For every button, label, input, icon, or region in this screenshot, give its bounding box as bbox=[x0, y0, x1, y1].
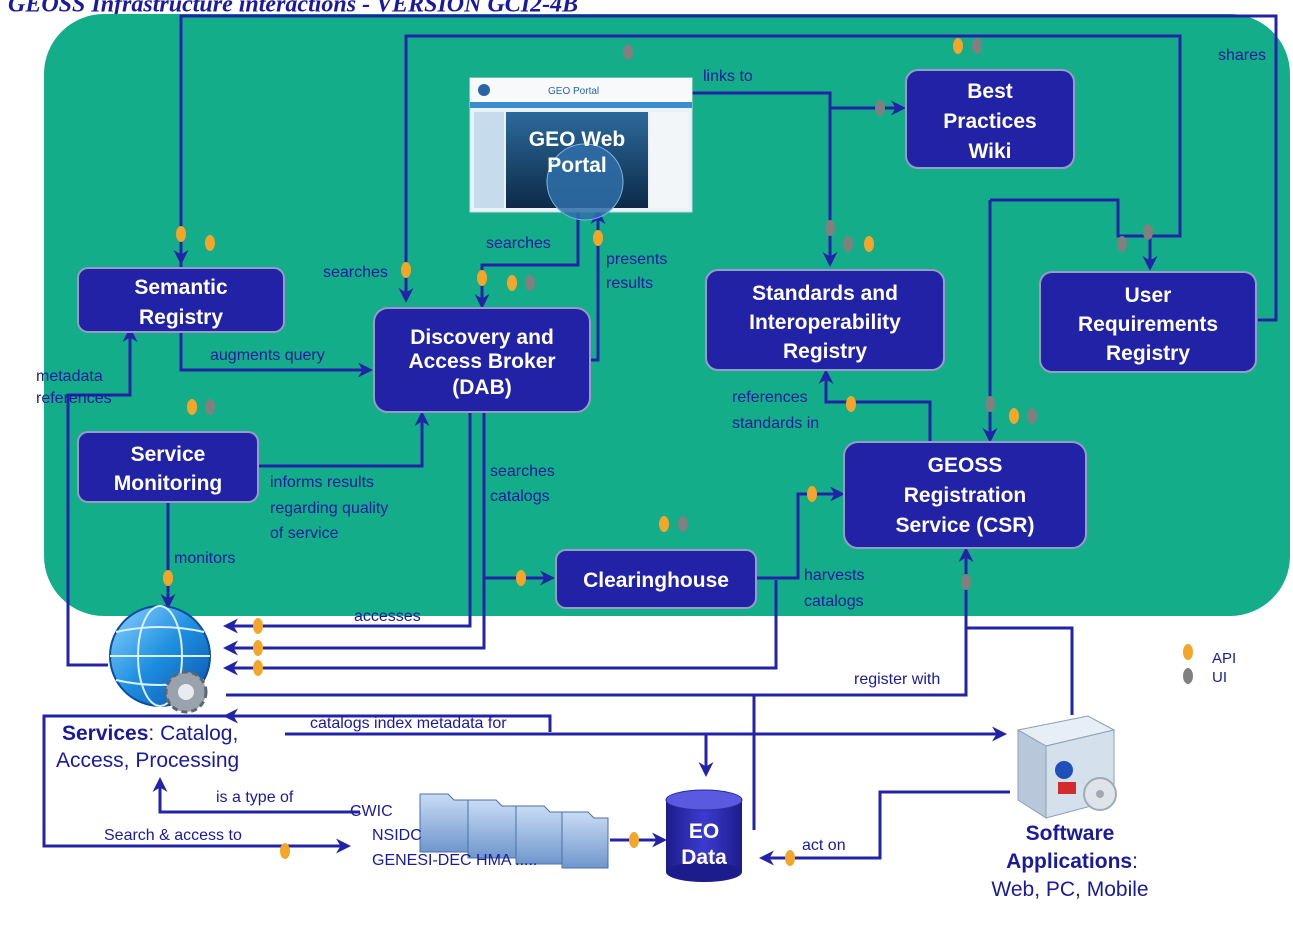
portal-title-line2: Portal bbox=[547, 154, 607, 177]
clearinghouse-label: Clearinghouse bbox=[583, 569, 729, 592]
label-harvests-2: catalogs bbox=[804, 593, 864, 610]
standards-registry-node: Standards and Interoperability Registry bbox=[705, 269, 945, 371]
catalog-list-cwic: CWIC bbox=[350, 803, 393, 820]
legend: API UI bbox=[1183, 644, 1236, 686]
connector-catalogs-index bbox=[223, 708, 552, 732]
services-label-line1: Services: Catalog, bbox=[62, 722, 238, 745]
csr-line1: GEOSS bbox=[928, 454, 1003, 477]
label-references-1: references bbox=[732, 389, 808, 406]
semantic-line1: Semantic bbox=[134, 276, 228, 299]
software-label-line1: Software bbox=[1026, 822, 1115, 845]
label-monitors: monitors bbox=[174, 550, 235, 567]
services-bold: Services bbox=[62, 722, 148, 745]
label-shares: shares bbox=[1218, 47, 1266, 64]
connector-links-to bbox=[692, 91, 838, 267]
label-searches-catalogs-1: searches bbox=[490, 463, 555, 480]
software-label-line3: Web, PC, Mobile bbox=[991, 878, 1148, 901]
software-rest: : bbox=[1132, 850, 1138, 873]
connector-harvest-services bbox=[223, 580, 778, 676]
label-searches-dab: searches bbox=[323, 264, 388, 281]
userreq-line3: Registry bbox=[1106, 342, 1190, 365]
dab-line3: (DAB) bbox=[452, 376, 511, 399]
label-searches-portal: searches bbox=[486, 235, 551, 252]
eodata-line2: Data bbox=[681, 846, 727, 869]
connector-act-on bbox=[759, 790, 1010, 866]
clearinghouse-node: Clearinghouse bbox=[555, 549, 757, 609]
semantic-line2: Registry bbox=[139, 306, 223, 329]
label-references-2: standards in bbox=[732, 415, 819, 432]
best-practices-wiki-node: Best Practices Wiki bbox=[905, 69, 1075, 169]
catalog-list-nsidc: NSIDC bbox=[372, 827, 422, 844]
label-metadata-1: metadata bbox=[36, 368, 103, 385]
monitoring-line2: Monitoring bbox=[114, 472, 222, 495]
globe-gear-icon bbox=[109, 605, 211, 714]
software-box-icon bbox=[1016, 715, 1117, 819]
connector-harvests bbox=[756, 486, 845, 580]
legend-api-swatch bbox=[1183, 644, 1193, 660]
label-informs-3: of service bbox=[270, 525, 339, 542]
geo-web-portal-node: GEO Portal GEO Web Portal bbox=[469, 77, 693, 221]
standards-line3: Registry bbox=[783, 340, 867, 363]
portal-earth-icon bbox=[547, 144, 623, 220]
legend-ui-swatch bbox=[1183, 668, 1193, 684]
dab-line1: Discovery and bbox=[410, 326, 554, 349]
label-searches-catalogs-2: catalogs bbox=[490, 488, 550, 505]
eo-data-node: EO Data bbox=[665, 789, 743, 882]
label-informs-2: regarding quality bbox=[270, 500, 388, 517]
userreq-line2: Requirements bbox=[1078, 313, 1218, 336]
diagram-title: GEOSS Infrastructure interactions - VERS… bbox=[8, 0, 578, 18]
label-search-access: Search & access to bbox=[104, 827, 242, 844]
label-metadata-2: references bbox=[36, 390, 112, 407]
connector-metadata bbox=[66, 327, 138, 667]
dab-node: Discovery and Access Broker (DAB) bbox=[373, 307, 591, 413]
connector-presents bbox=[590, 209, 606, 362]
dab-line2: Access Broker bbox=[408, 350, 555, 373]
standards-line1: Standards and bbox=[752, 282, 898, 305]
connector-references bbox=[818, 369, 932, 442]
csr-node: GEOSS Registration Service (CSR) bbox=[843, 441, 1087, 549]
label-accesses: accesses bbox=[354, 608, 421, 625]
csr-line3: Service (CSR) bbox=[896, 514, 1035, 537]
connector-is-type bbox=[152, 777, 360, 814]
user-requirements-registry-node: User Requirements Registry bbox=[1039, 271, 1257, 373]
wiki-line3: Wiki bbox=[969, 140, 1012, 163]
wiki-line2: Practices bbox=[943, 110, 1036, 133]
legend-api-label: API bbox=[1212, 650, 1236, 667]
catalog-folders-icon bbox=[419, 793, 609, 869]
legend-ui-label: UI bbox=[1212, 669, 1227, 686]
software-bold: Applications bbox=[1006, 850, 1132, 873]
label-harvests-1: harvests bbox=[804, 567, 864, 584]
label-links-to: links to bbox=[703, 68, 753, 85]
services-rest: : Catalog, bbox=[148, 722, 238, 745]
label-informs-1: informs results bbox=[270, 474, 374, 491]
catalog-list-genesi: GENESI-DEC HMA ..... bbox=[372, 852, 537, 869]
label-presents-2: results bbox=[606, 275, 653, 292]
label-is-type-of: is a type of bbox=[216, 789, 294, 806]
interface-dots bbox=[163, 38, 1153, 866]
monitoring-line1: Service bbox=[131, 443, 206, 466]
label-register-with: register with bbox=[854, 671, 940, 688]
connector-search-access bbox=[42, 714, 351, 854]
label-augments: augments query bbox=[210, 347, 325, 364]
software-label-line2: Applications: bbox=[1006, 850, 1138, 873]
label-presents-1: presents bbox=[606, 251, 667, 268]
connector-register bbox=[226, 547, 974, 697]
userreq-line1: User bbox=[1125, 284, 1172, 307]
service-monitoring-node: Service Monitoring bbox=[77, 431, 259, 503]
label-catalogs-index: catalogs index metadata for bbox=[310, 715, 507, 732]
geo-logo-icon bbox=[478, 84, 490, 96]
services-label-line2: Access, Processing bbox=[56, 749, 239, 772]
portal-title-line1: GEO Web bbox=[529, 128, 625, 151]
standards-line2: Interoperability bbox=[749, 311, 901, 334]
connector-accesses bbox=[223, 413, 472, 634]
portal-header-label: GEO Portal bbox=[548, 86, 599, 97]
eodata-line1: EO bbox=[689, 820, 719, 843]
wiki-line1: Best bbox=[967, 80, 1013, 103]
label-act-on: act on bbox=[802, 837, 846, 854]
connector-augments bbox=[179, 333, 373, 378]
connector-informs bbox=[258, 411, 430, 468]
semantic-registry-node: Semantic Registry bbox=[77, 267, 285, 333]
csr-line2: Registration bbox=[904, 484, 1027, 507]
